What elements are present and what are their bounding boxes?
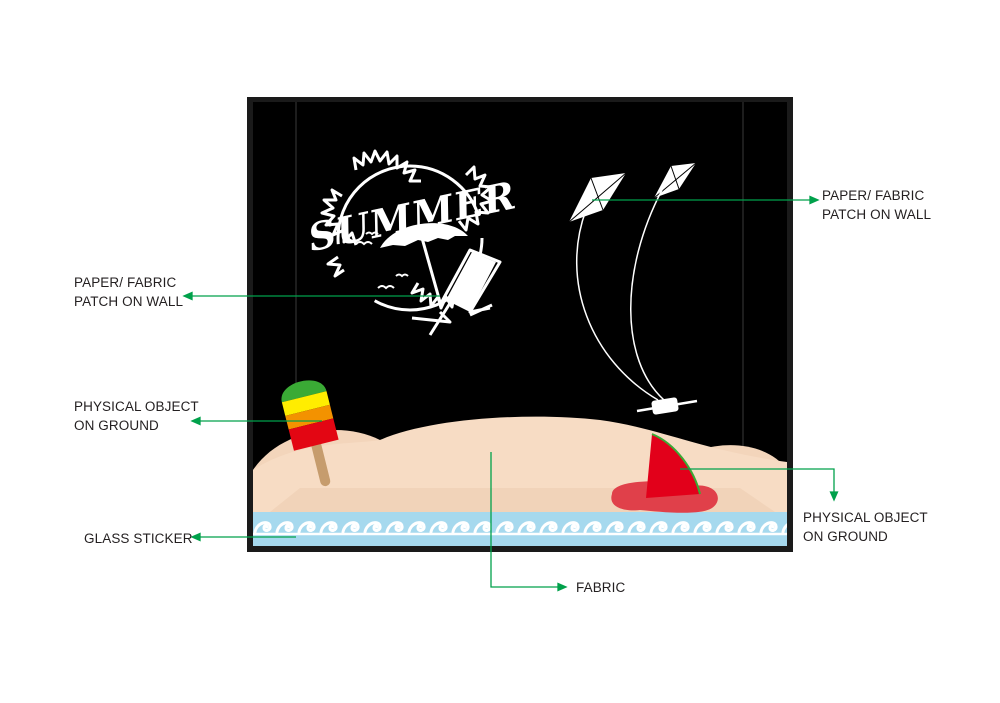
kite-string-right xyxy=(630,189,665,401)
kite-spool xyxy=(651,397,679,415)
deck-chair-seat xyxy=(446,252,496,312)
callout-line-2: PATCH ON WALL xyxy=(74,294,184,309)
arrowhead-badge xyxy=(182,291,193,301)
callout-line-1: FABRIC xyxy=(576,580,626,595)
wave-pattern xyxy=(253,512,787,542)
popsicle-yellow-band xyxy=(281,391,330,416)
leader-lines xyxy=(182,195,839,592)
callout-line-1: PHYSICAL OBJECT xyxy=(74,399,199,414)
arrowhead-popsicle xyxy=(190,416,201,426)
arrowhead-kite xyxy=(809,195,820,205)
callout-line-2: PATCH ON WALL xyxy=(822,207,932,222)
callout-wall-patch-right: PAPER/ FABRIC PATCH ON WALL xyxy=(822,186,931,224)
callout-fabric: FABRIC xyxy=(576,578,625,597)
umbrella-pole xyxy=(420,237,442,303)
deck-chair-icon xyxy=(411,248,502,336)
popsicle-green-band xyxy=(281,380,327,403)
shark-fin-edge xyxy=(651,433,701,495)
callout-glass-sticker: GLASS STICKER xyxy=(84,529,193,548)
leader-fin-line xyxy=(680,468,835,494)
arrowhead-glass xyxy=(190,532,201,542)
popsicle-orange-band xyxy=(285,404,334,430)
arrowhead-fin xyxy=(829,491,839,502)
popsicle-red-band xyxy=(288,418,339,451)
beach-umbrella-icon xyxy=(380,223,468,248)
birds-icon xyxy=(355,231,409,290)
kites xyxy=(568,162,698,415)
kite-string-left xyxy=(575,209,659,401)
arrowhead-fabric xyxy=(557,582,568,592)
callout-wall-patch-left: PAPER/ FABRIC PATCH ON WALL xyxy=(74,273,183,311)
callout-line-1: PAPER/ FABRIC xyxy=(74,275,177,290)
callout-line-2: ON GROUND xyxy=(74,418,159,433)
callout-physical-right: PHYSICAL OBJECT ON GROUND xyxy=(803,508,928,546)
sun-ring xyxy=(336,164,484,312)
leader-fabric-line xyxy=(490,452,560,588)
callout-line-1: PAPER/ FABRIC xyxy=(822,188,925,203)
popsicle xyxy=(281,380,339,487)
kite-left-spars xyxy=(568,172,627,223)
callout-line-2: ON GROUND xyxy=(803,529,888,544)
callout-physical-left: PHYSICAL OBJECT ON GROUND xyxy=(74,397,199,435)
sun-rays xyxy=(320,149,494,310)
shark-fin xyxy=(646,434,700,498)
popsicle-stick xyxy=(311,439,331,487)
callout-line-1: GLASS STICKER xyxy=(84,531,193,546)
callout-line-1: PHYSICAL OBJECT xyxy=(803,510,928,525)
